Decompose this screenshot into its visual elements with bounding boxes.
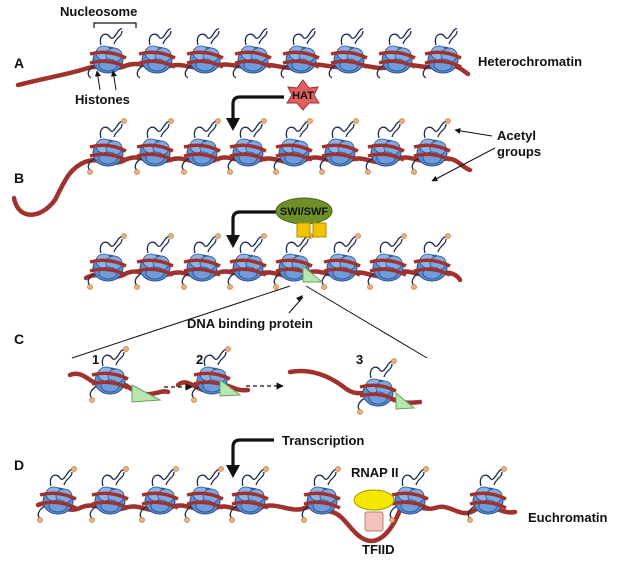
euchromatin-label: Euchromatin [528,510,608,525]
dna-binding-protein-step-3 [395,391,416,410]
nucleosome-c-6 [321,233,361,290]
dna-binding-protein-step-2 [219,379,242,397]
tfiid-label: TFIID [362,542,395,557]
histones-label: Histones [75,92,130,107]
row-letter-a: A [14,55,24,71]
dna-binding-protein-label: DNA binding protein [187,316,313,331]
nucleosome-b-4 [227,118,267,175]
histones-arrow-2 [110,70,117,91]
nucleosome-step-1 [89,346,129,403]
row-letter-b: B [14,170,24,186]
swi-swf-complex: SWI/SWF [275,197,333,238]
nucleosome-b-2 [134,118,174,175]
arrow-b-to-c [226,210,276,248]
step-number-1: 1 [92,352,99,367]
rnap-label: RNAP II [351,465,398,480]
nucleosome-step-3 [357,358,397,415]
dna-binding-protein-main [302,264,324,283]
nucleosome-b-7 [365,118,405,175]
histones-arrow-1 [94,70,101,91]
arrow-c-to-d [226,438,274,478]
nucleosome-a-5 [280,28,320,79]
nucleosomes [37,28,507,523]
swi-subunit-2 [312,222,327,238]
step-number-3: 3 [356,352,363,367]
nucleosome-b-8 [411,118,451,175]
nucleosome-d-8 [467,466,507,523]
nucleosome-a-4 [232,28,272,79]
nucleosome-c-3 [181,233,221,290]
nucleosome-step-2 [191,346,231,403]
hat-label: HAT [292,90,314,102]
nucleosome-b-3 [181,118,221,175]
transcription-label: Transcription [282,433,364,448]
nucleosome-c-1 [87,233,127,290]
nucleosome-d-4 [184,466,224,523]
arrow-a-to-b [226,95,284,131]
row-letter-d: D [14,457,24,473]
nucleosome-d-7 [389,466,429,523]
row-letter-c: C [14,331,24,347]
nucleosome-b-6 [319,118,359,175]
nucleosome-a-2 [136,28,176,79]
nucleosome-b-5 [273,118,313,175]
nucleosome-a-3 [184,28,224,79]
heterochromatin-label: Heterochromatin [478,54,582,69]
zoom-line-right [305,285,428,359]
acetyl-arrow-2 [431,147,496,182]
dna-row-b [11,155,473,217]
acetyl-arrow-1 [454,127,493,137]
nucleosome-c-8 [411,233,451,290]
nucleosome-d-2 [89,466,129,523]
nucleosome-a-8 [422,28,462,79]
nucleosome-c-4 [227,233,267,290]
dna-binding-protein-step-1 [131,384,162,403]
swi-swf-label: SWI/SWF [280,206,329,218]
nucleosome-bracket [93,22,137,28]
zoom-line-left [71,285,291,359]
nucleosome-d-3 [139,466,179,523]
tfiid [364,511,384,532]
nucleosome-a-1 [87,28,127,79]
swi-subunit-1 [296,222,311,238]
nucleosome-d-1 [37,466,77,523]
nucleosome-c-2 [134,233,174,290]
acetyl-groups-label: Acetyl groups [497,128,541,159]
nucleosome-a-6 [328,28,368,79]
nucleosome-label: Nucleosome [60,4,137,19]
nucleosome-b-1 [87,118,127,175]
nucleosome-a-7 [376,28,416,79]
nucleosome-d-5 [229,466,269,523]
nucleosome-c-5 [273,233,313,290]
step-number-2: 2 [196,352,203,367]
nucleosome-c-7 [367,233,407,290]
nucleosome-d-6 [301,466,341,523]
hat-enzyme: HAT [286,79,320,111]
rnap-ii [353,489,395,511]
